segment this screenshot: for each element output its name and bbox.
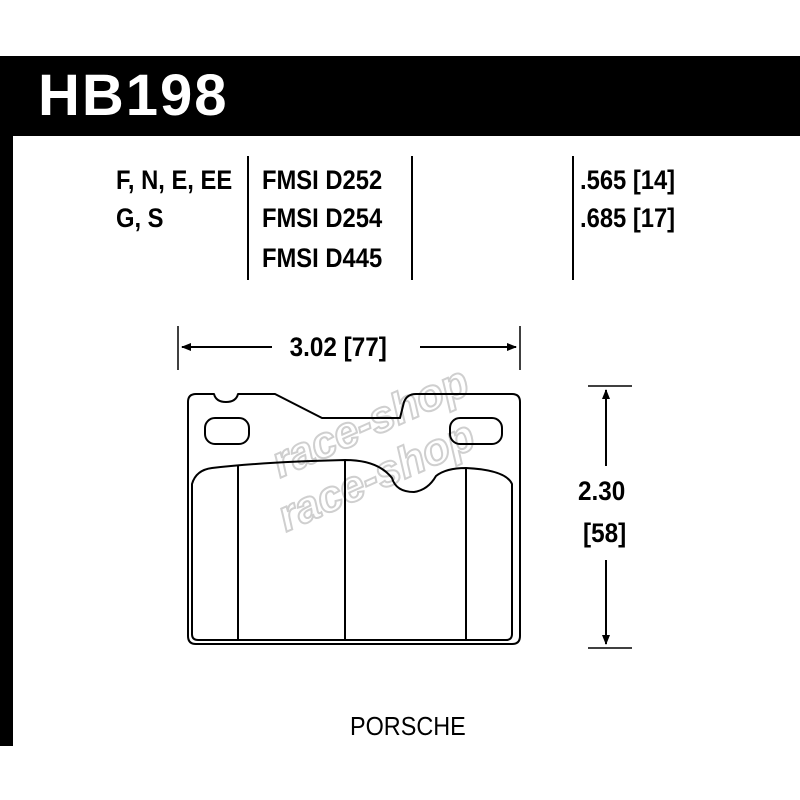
column-divider-2: [411, 156, 413, 280]
compound-codes-line1: F, N, E, EE: [116, 165, 233, 195]
left-border-rule: [0, 56, 13, 746]
thickness-value-1: .565 [14]: [580, 165, 676, 195]
fmsi-number-3: FMSI D445: [262, 243, 383, 273]
friction-material-outline: [191, 459, 513, 641]
header-bar: [0, 56, 800, 136]
column-divider-1: [247, 156, 249, 280]
backing-plate-outline: [187, 393, 521, 645]
fmsi-number-1: FMSI D252: [262, 165, 383, 195]
height-dimension-label-line1: 2.30: [578, 474, 626, 508]
column-divider-3: [572, 156, 574, 280]
height-dimension: [588, 385, 632, 649]
part-number-title: HB198: [38, 63, 229, 128]
height-dimension-label-line2: [58]: [583, 516, 627, 550]
fmsi-number-2: FMSI D254: [262, 203, 383, 233]
mounting-slot-left: [204, 417, 250, 445]
watermark: race-shop race-shop: [263, 356, 483, 542]
width-dimension: [177, 326, 521, 370]
vehicle-make-label: PORSCHE: [350, 711, 466, 741]
thickness-value-2: .685 [17]: [580, 203, 676, 233]
width-dimension-label: 3.02 [77]: [286, 330, 391, 364]
compound-codes-line2: G, S: [116, 203, 164, 233]
mounting-slot-right: [449, 417, 503, 445]
